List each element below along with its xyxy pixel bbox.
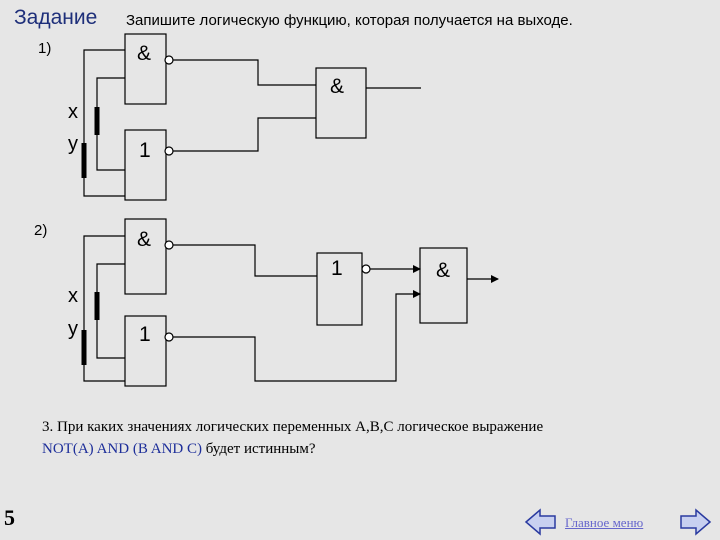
- d2-gate-and-1: [124, 218, 167, 295]
- d1-gate-or: [124, 129, 167, 201]
- d1-gate-and-2: [315, 67, 367, 139]
- d1-gate-and-2-symbol: &: [330, 75, 345, 98]
- question-3-expression: NOT(A) AND (B AND C): [42, 441, 202, 457]
- diagram-2-number: 2): [34, 222, 48, 239]
- page-number: 5: [4, 505, 15, 530]
- right-arrow-icon[interactable]: [680, 508, 712, 536]
- d2-input-x-label: x: [68, 285, 78, 307]
- d1-gate-or-symbol: 1: [139, 139, 151, 162]
- d2-gate-and-1-symbol: &: [137, 228, 152, 251]
- d1-input-y-label: y: [68, 133, 78, 155]
- d2-inverter-bubble-3: [361, 264, 371, 274]
- d2-gate-or-2: [316, 252, 363, 326]
- diagram-1-number: 1): [38, 40, 52, 57]
- d2-gate-or-1-symbol: 1: [139, 323, 151, 346]
- d2-input-y-label: y: [68, 318, 78, 340]
- diagram-1: [81, 33, 421, 201]
- question-3-text: 3. При каких значениях логических переме…: [42, 419, 544, 435]
- d1-inverter-bubble-2: [164, 146, 174, 156]
- d1-gate-and-1: [124, 33, 167, 105]
- d2-gate-and-2-symbol: &: [436, 259, 451, 282]
- d1-wires: [83, 49, 421, 197]
- d2-wires: [83, 235, 499, 382]
- page-title: Задание: [14, 6, 98, 29]
- d2-inverter-bubble-2: [164, 332, 174, 342]
- d2-gate-and-2: [419, 247, 468, 324]
- question-3-suffix: будет истинным?: [202, 441, 316, 457]
- d2-gate-or-1: [124, 315, 167, 387]
- d1-inverter-bubble-1: [164, 55, 174, 65]
- question-3: 3. При каких значениях логических переме…: [42, 416, 602, 460]
- task-text: Запишите логическую функцию, которая пол…: [126, 12, 573, 29]
- left-arrow-icon[interactable]: [524, 508, 556, 536]
- back-button[interactable]: [524, 508, 556, 536]
- d1-gate-and-1-symbol: &: [137, 42, 152, 65]
- diagram-2: [81, 218, 499, 387]
- main-menu-link[interactable]: Главное меню: [565, 515, 644, 530]
- d1-input-x-label: x: [68, 101, 78, 123]
- forward-button[interactable]: [680, 508, 712, 536]
- d2-inverter-bubble-1: [164, 240, 174, 250]
- d2-gate-or-2-symbol: 1: [331, 257, 343, 280]
